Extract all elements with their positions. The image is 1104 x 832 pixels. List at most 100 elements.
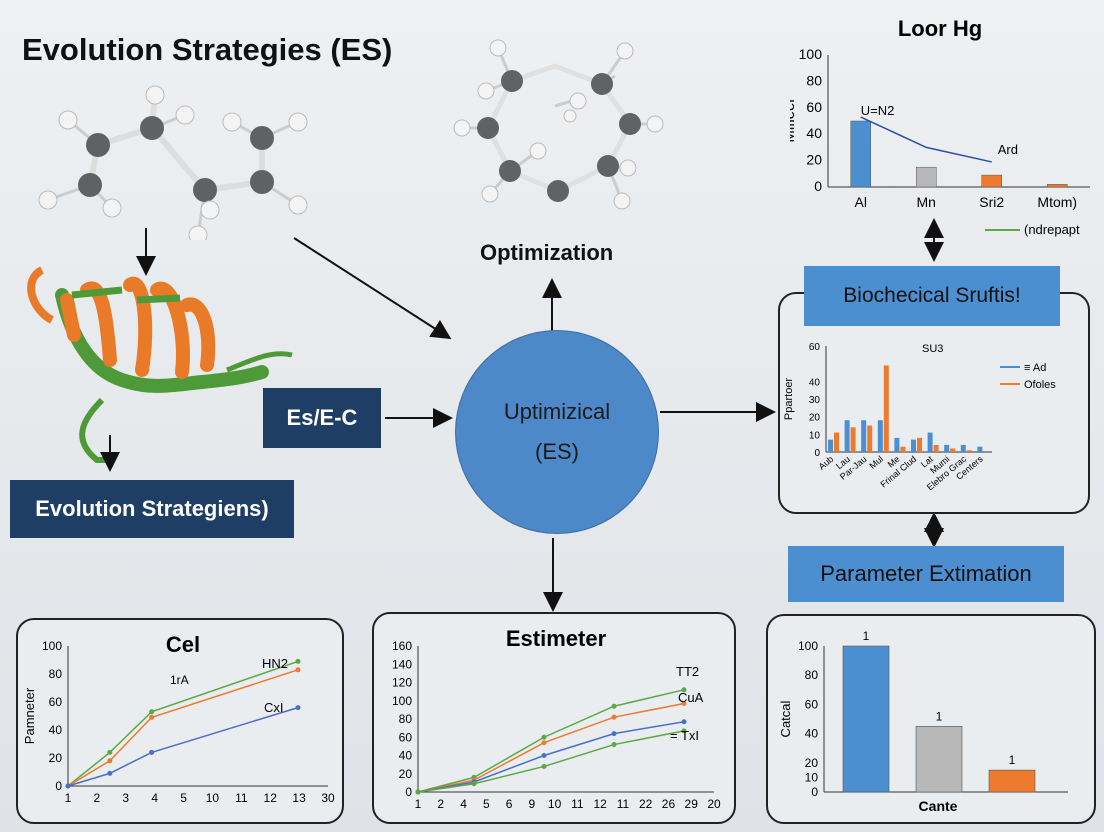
y-axis-label: Pamneter — [22, 687, 37, 744]
data-point — [471, 781, 477, 787]
y-tick-label: 0 — [405, 785, 412, 799]
data-point — [149, 709, 155, 715]
y-tick-label: 120 — [392, 676, 412, 690]
x-tick-label: 2 — [94, 791, 101, 805]
y-tick-label: 160 — [392, 639, 412, 653]
bar — [944, 444, 950, 452]
x-tick-label: Mul — [868, 454, 886, 471]
data-point — [65, 783, 71, 789]
bar — [916, 166, 937, 188]
bar — [828, 439, 833, 452]
data-point — [149, 714, 155, 720]
x-tick-label: Sri2 — [979, 194, 1004, 210]
y-tick-label: 20 — [809, 413, 821, 424]
molecule-chain-icon — [38, 85, 308, 240]
series-line — [67, 669, 299, 787]
y-tick-label: 20 — [399, 767, 413, 781]
y-tick-label: 100 — [799, 46, 823, 62]
cel-panel — [16, 618, 344, 824]
x-tick-label: Mn — [917, 194, 936, 210]
page-title: Evolution Strategies (ES) — [22, 32, 393, 67]
data-point — [107, 758, 113, 764]
bar — [842, 645, 890, 793]
x-tick-label: 5 — [483, 797, 490, 811]
x-tick-label: 3 — [122, 791, 129, 805]
bar — [1047, 184, 1068, 188]
bar — [927, 432, 933, 452]
series-label: CxI — [264, 700, 284, 715]
bar — [988, 769, 1036, 793]
y-tick-label: 100 — [42, 639, 62, 653]
optimization-circle: Uptimizical (ES) — [455, 330, 659, 534]
y-tick-label: 60 — [809, 342, 821, 353]
bar — [844, 420, 850, 452]
x-tick-label: 10 — [206, 791, 220, 805]
bar — [883, 365, 889, 452]
data-point — [107, 770, 113, 776]
protein-ribbon-icon — [27, 266, 293, 463]
evolution-strategies-box: Evolution Strategiens) — [10, 480, 294, 538]
bar — [911, 439, 916, 452]
es-ec-box: Es/E-C — [263, 388, 381, 448]
x-axis-label: Cante — [919, 798, 958, 814]
annotation: Ard — [998, 142, 1018, 157]
data-point — [681, 719, 687, 725]
bar — [900, 446, 906, 452]
bar — [977, 446, 983, 452]
bar — [981, 174, 1002, 188]
y-tick-label: 80 — [49, 667, 63, 681]
y-tick-label: 60 — [806, 99, 822, 115]
y-tick-label: 100 — [798, 639, 818, 653]
y-tick-label: 60 — [805, 697, 819, 711]
x-tick-label: Al — [855, 194, 867, 210]
x-tick-label: 13 — [292, 791, 306, 805]
y-tick-label: 40 — [399, 749, 413, 763]
data-point — [611, 714, 617, 720]
biochem-panel — [778, 292, 1090, 514]
data-point — [541, 734, 547, 740]
legend-label: ≡ Ad — [1024, 362, 1046, 374]
data-point — [107, 749, 113, 755]
legend-label: Ofoles — [1024, 379, 1056, 391]
data-label: 1 — [936, 709, 943, 723]
data-point — [681, 700, 687, 706]
x-tick-label: 6 — [506, 797, 513, 811]
y-tick-label: 80 — [399, 712, 413, 726]
x-tick-label: 5 — [180, 791, 187, 805]
x-tick-label: 30 — [321, 791, 335, 805]
bar — [960, 444, 966, 452]
chart-title: Loor Hg — [898, 16, 982, 41]
y-tick-label: 100 — [392, 694, 412, 708]
x-tick-label: 11 — [571, 797, 584, 811]
series-label: TT2 — [676, 664, 699, 679]
x-tick-label: 26 — [662, 797, 676, 811]
y-tick-label: 20 — [805, 756, 819, 770]
y-tick-label: 10 — [805, 770, 819, 784]
x-tick-label: 29 — [685, 797, 699, 811]
x-tick-label: 11 — [617, 797, 630, 811]
annotation: 1rA — [170, 673, 189, 687]
y-tick-label: 40 — [806, 125, 822, 141]
bar — [966, 450, 972, 452]
data-point — [611, 731, 617, 737]
y-tick-label: 60 — [49, 695, 63, 709]
y-tick-label: 10 — [809, 430, 821, 441]
x-tick-label: 1 — [65, 791, 72, 805]
bar — [894, 437, 900, 452]
x-tick-label: 10 — [548, 797, 562, 811]
y-tick-label: 80 — [806, 72, 822, 88]
bar — [861, 420, 867, 452]
data-label: 1 — [863, 629, 870, 643]
y-tick-label: 60 — [399, 730, 413, 744]
bar — [850, 120, 871, 188]
y-tick-label: 0 — [814, 448, 820, 459]
y-tick-label: 40 — [49, 723, 63, 737]
overlay-line — [860, 116, 992, 163]
y-tick-label: 0 — [814, 178, 822, 194]
chart-title: SU3 — [922, 343, 943, 355]
series-label: CuA — [678, 690, 704, 705]
y-tick-label: 40 — [805, 727, 819, 741]
